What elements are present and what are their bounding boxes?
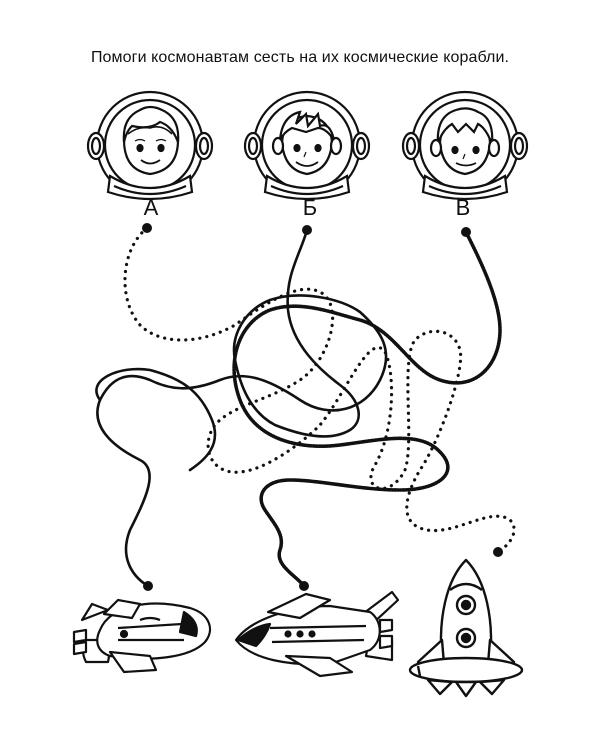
instruction-title: Помоги космонавтам сесть на их космическ…	[90, 49, 510, 66]
maze-path-a-dotted[interactable]	[123, 226, 516, 554]
space-shuttle-2	[234, 590, 400, 678]
astronaut-label-a: А	[143, 195, 159, 220]
astronaut-label-c: В	[455, 195, 471, 220]
astronaut-helmet-a	[86, 90, 214, 201]
rocket	[408, 558, 524, 698]
maze-path-b-solid[interactable]	[96, 228, 388, 588]
path-endpoints	[142, 223, 503, 591]
space-shuttle-1	[72, 598, 212, 674]
astronaut-helmet-c	[401, 90, 529, 201]
maze-path-b-solid-loop	[95, 367, 217, 472]
astronaut-helmet-b	[243, 90, 371, 201]
maze-path-c-fine[interactable]	[232, 230, 502, 588]
astronaut-label-b: Б	[302, 195, 318, 220]
